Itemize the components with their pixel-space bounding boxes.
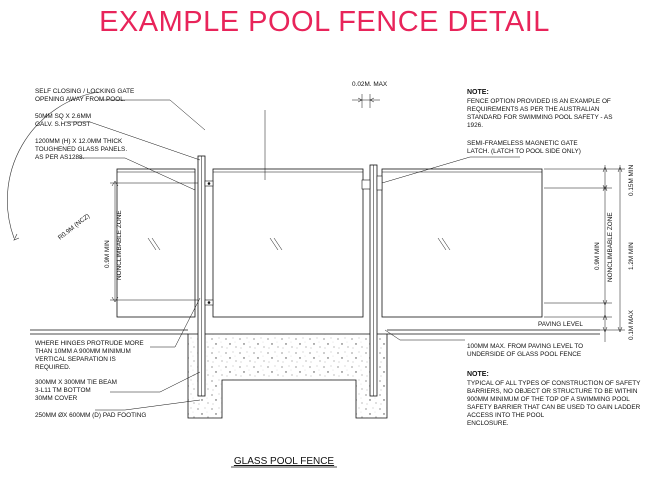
hinge-note-1: WHERE HINGES PROTRUDE MORE bbox=[35, 340, 144, 347]
note-2-line-2: BARRIERS, NO OBJECT OR STRUCTURE TO BE W… bbox=[467, 388, 638, 395]
beam-label-3: 30MM COVER bbox=[35, 395, 78, 402]
note-2-line-5: ACCESS INTO THE POOL bbox=[467, 412, 545, 419]
note-1-line-1: FENCE OPTION PROVIDED IS AN EXAMPLE OF bbox=[467, 98, 611, 105]
paving-note-1: 100MM MAX. FROM PAVING LEVEL TO bbox=[467, 343, 583, 350]
note-1-line-2: REQUIREMENTS AS PER THE AUSTRALIAN bbox=[467, 106, 600, 113]
note-2-line-1: TYPICAL OF ALL TYPES OF CONSTRUCTION OF … bbox=[467, 380, 641, 387]
gate-post-right bbox=[369, 164, 378, 397]
gate-swing-arc bbox=[7, 91, 99, 241]
note-2-line-4: SAFETY BARRIER THAT CAN BE USED TO GAIN … bbox=[467, 404, 641, 411]
gate-label-2: OPENING AWAY FROM POOL. bbox=[35, 96, 126, 103]
dim-09-label-1: 0.9M MIN bbox=[594, 242, 601, 270]
glass-panel-left bbox=[116, 168, 196, 318]
dim-12-label: 1.2M MIN bbox=[628, 242, 635, 270]
glass-gate-panel bbox=[212, 168, 364, 318]
gate-label-1: SELF CLOSING / LOCKING GATE bbox=[35, 88, 134, 95]
hinge-note-3: VERTICAL SEPARATION IS bbox=[35, 356, 116, 363]
note-2-line-6: ENCLOSURE. bbox=[467, 420, 509, 427]
glass-label-1: 1200MM (H) X 12.0MM THICK bbox=[35, 138, 123, 145]
dim-01-label: 0.1M MAX bbox=[628, 309, 635, 340]
concrete-footing bbox=[187, 333, 388, 419]
ncz-left-label-2: NONCLIMBABLE ZONE bbox=[116, 210, 123, 280]
gap-label: 0.02M. MAX bbox=[352, 81, 388, 88]
paving-level-label: PAVING LEVEL bbox=[538, 321, 583, 328]
dim-09-label-2: NONCLIMBABLE ZONE bbox=[607, 212, 614, 282]
beam-label-1: 300MM X 300MM TIE BEAM bbox=[35, 379, 117, 386]
post-label-1: 50MM SQ X 2.6MM bbox=[35, 113, 91, 120]
latch-label-2: LATCH. (LATCH TO POOL SIDE ONLY) bbox=[467, 148, 581, 155]
note-2-line-3: 900MM MINIMUM OF THE TOP OF A SWIMMING P… bbox=[467, 396, 630, 403]
ncz-left-dimension bbox=[110, 180, 198, 303]
ncz-left-label-1: 0.9M MIN bbox=[104, 240, 111, 268]
latch-label-1: SEMI-FRAMELESS MAGNETIC GATE bbox=[467, 140, 578, 147]
hinge-note-2: THAN 10MM A 900MM MINIMUM bbox=[35, 348, 131, 355]
glass-label-2: TOUGHENED GLASS PANELS. bbox=[35, 146, 127, 153]
leader-lines bbox=[65, 99, 520, 411]
page-title: EXAMPLE POOL FENCE DETAIL bbox=[99, 6, 550, 38]
hinges bbox=[204, 180, 214, 306]
note-1-line-4: 1926. bbox=[467, 122, 483, 129]
glass-panel-right bbox=[381, 168, 543, 318]
drawing-caption: GLASS POOL FENCE bbox=[234, 456, 335, 467]
radius-label: R0.9M (NCZ) bbox=[57, 213, 91, 242]
post-label-2: GALV. S.H.S POST bbox=[35, 121, 91, 128]
gate-post-left bbox=[197, 155, 206, 397]
dim-015-label: 0.15M MIN bbox=[628, 164, 635, 196]
hinge-note-4: REQUIRED. bbox=[35, 364, 71, 371]
paving-line bbox=[30, 329, 600, 335]
glass-label-3: AS PER AS1288. bbox=[35, 154, 85, 161]
right-dimensions bbox=[544, 165, 625, 342]
beam-label-2: 3-L11 TM BOTTOM bbox=[35, 387, 91, 394]
note-1-heading: NOTE: bbox=[467, 89, 489, 96]
gap-dimension bbox=[352, 94, 380, 108]
pad-footing-label: 250MM ØX 600MM (D) PAD FOOTING bbox=[35, 412, 146, 419]
paving-note-2: UNDERSIDE OF GLASS POOL FENCE bbox=[467, 351, 581, 358]
note-1-line-3: STANDARD FOR SWIMMING POOL SAFETY - AS bbox=[467, 114, 612, 121]
note-2-heading: NOTE: bbox=[467, 371, 489, 378]
